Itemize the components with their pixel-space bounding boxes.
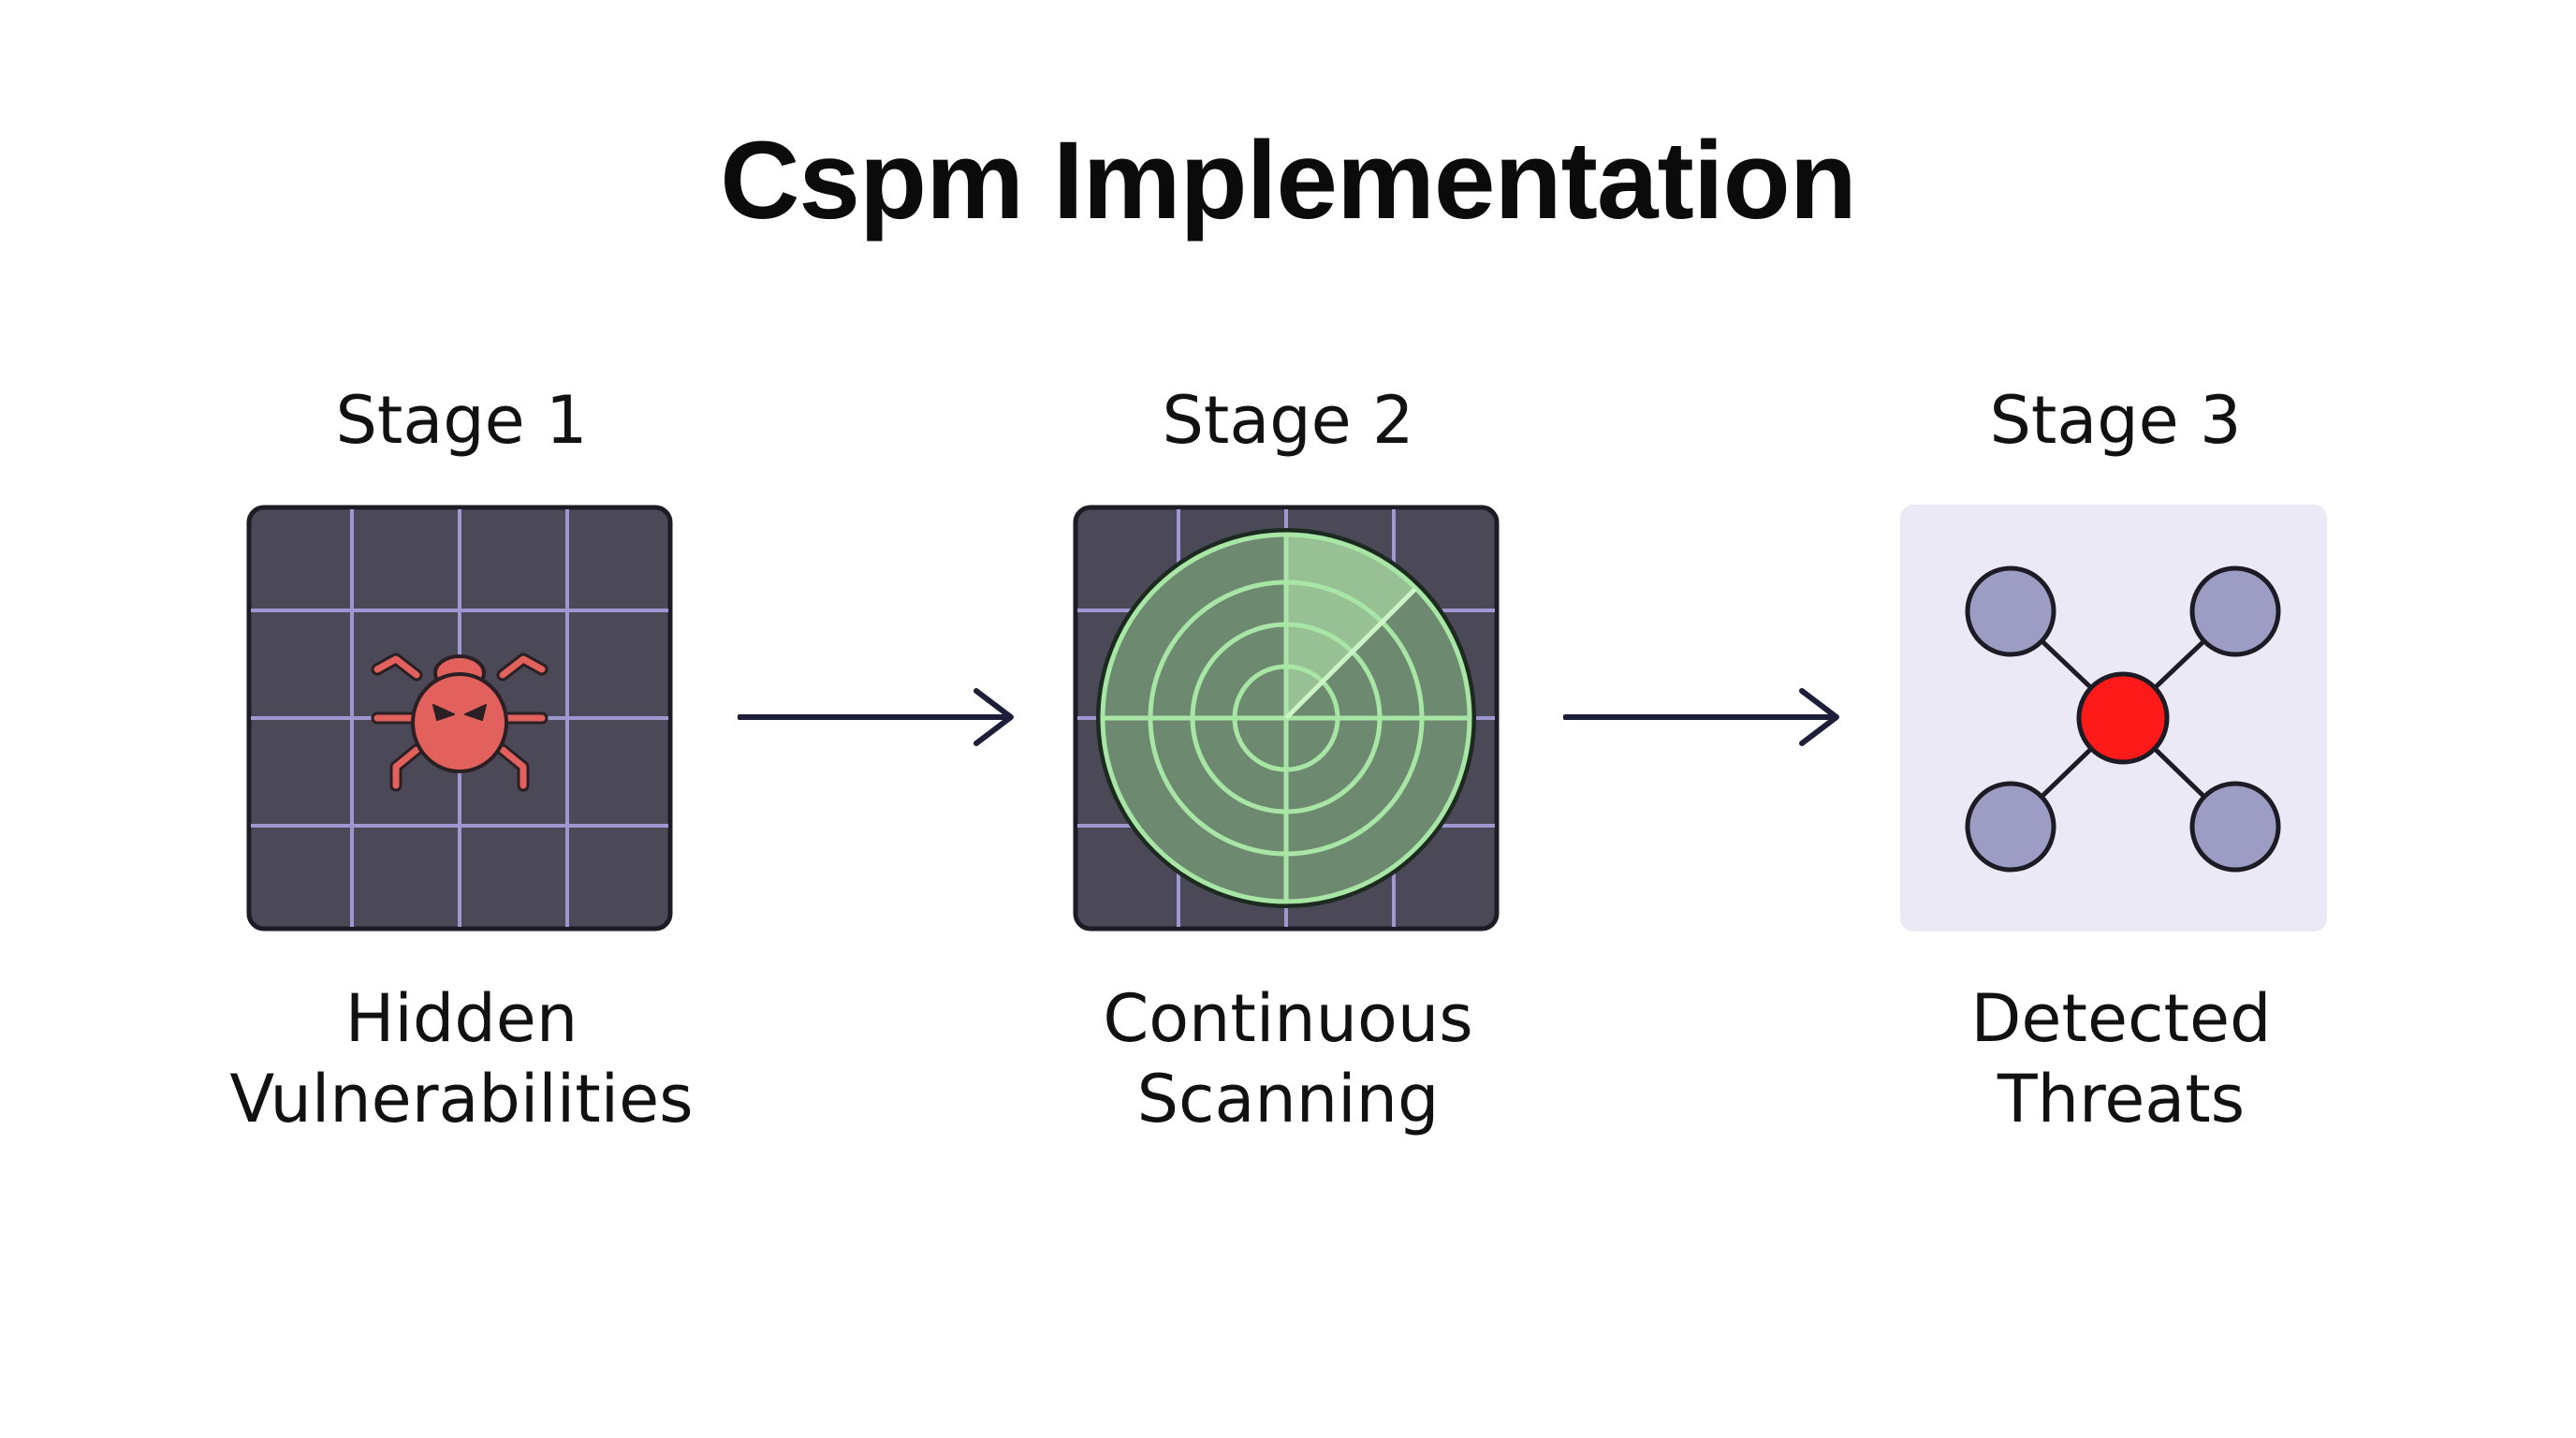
stage-3-caption-line-2: Threats xyxy=(1997,1061,2246,1137)
radar-scan-icon xyxy=(1073,505,1500,932)
stage-1-heading: Stage 1 xyxy=(335,382,588,459)
stage-3-tile xyxy=(1900,505,2327,932)
stage-3-caption-line-1: Detected xyxy=(1970,980,2272,1057)
stage-2-caption: Continuous Scanning xyxy=(998,978,1578,1139)
stage-2-heading: Stage 2 xyxy=(1162,382,1414,459)
arrow-stage-2-to-3 xyxy=(1563,680,1844,755)
network-node-top-left xyxy=(1965,565,2056,657)
stage-2-caption-line-1: Continuous xyxy=(1103,980,1473,1057)
arrow-stage-1-to-2 xyxy=(738,680,1018,755)
bug-on-grid-icon xyxy=(246,505,673,932)
network-node-bottom-left xyxy=(1965,781,2056,873)
bug-icon xyxy=(371,653,549,792)
stage-2-caption-line-2: Scanning xyxy=(1136,1061,1440,1137)
arrow-right-icon xyxy=(1563,688,1839,746)
stage-3-heading: Stage 3 xyxy=(1989,382,2242,459)
stage-1-caption-line-1: Hidden xyxy=(344,980,578,1057)
threat-node xyxy=(2076,671,2170,765)
network-node-bottom-right xyxy=(2189,781,2281,873)
stage-1-caption-line-2: Vulnerabilities xyxy=(229,1061,694,1137)
diagram-title: Cspm Implementation xyxy=(720,119,1857,242)
network-node-top-right xyxy=(2189,565,2281,657)
threat-network-icon xyxy=(1900,505,2327,932)
stage-1-tile xyxy=(246,505,673,932)
stage-1-caption: Hidden Vulnerabilities xyxy=(171,978,752,1139)
stage-2-tile xyxy=(1073,505,1500,932)
stage-3-caption: Detected Threats xyxy=(1831,978,2411,1139)
arrow-right-icon xyxy=(738,688,1014,746)
